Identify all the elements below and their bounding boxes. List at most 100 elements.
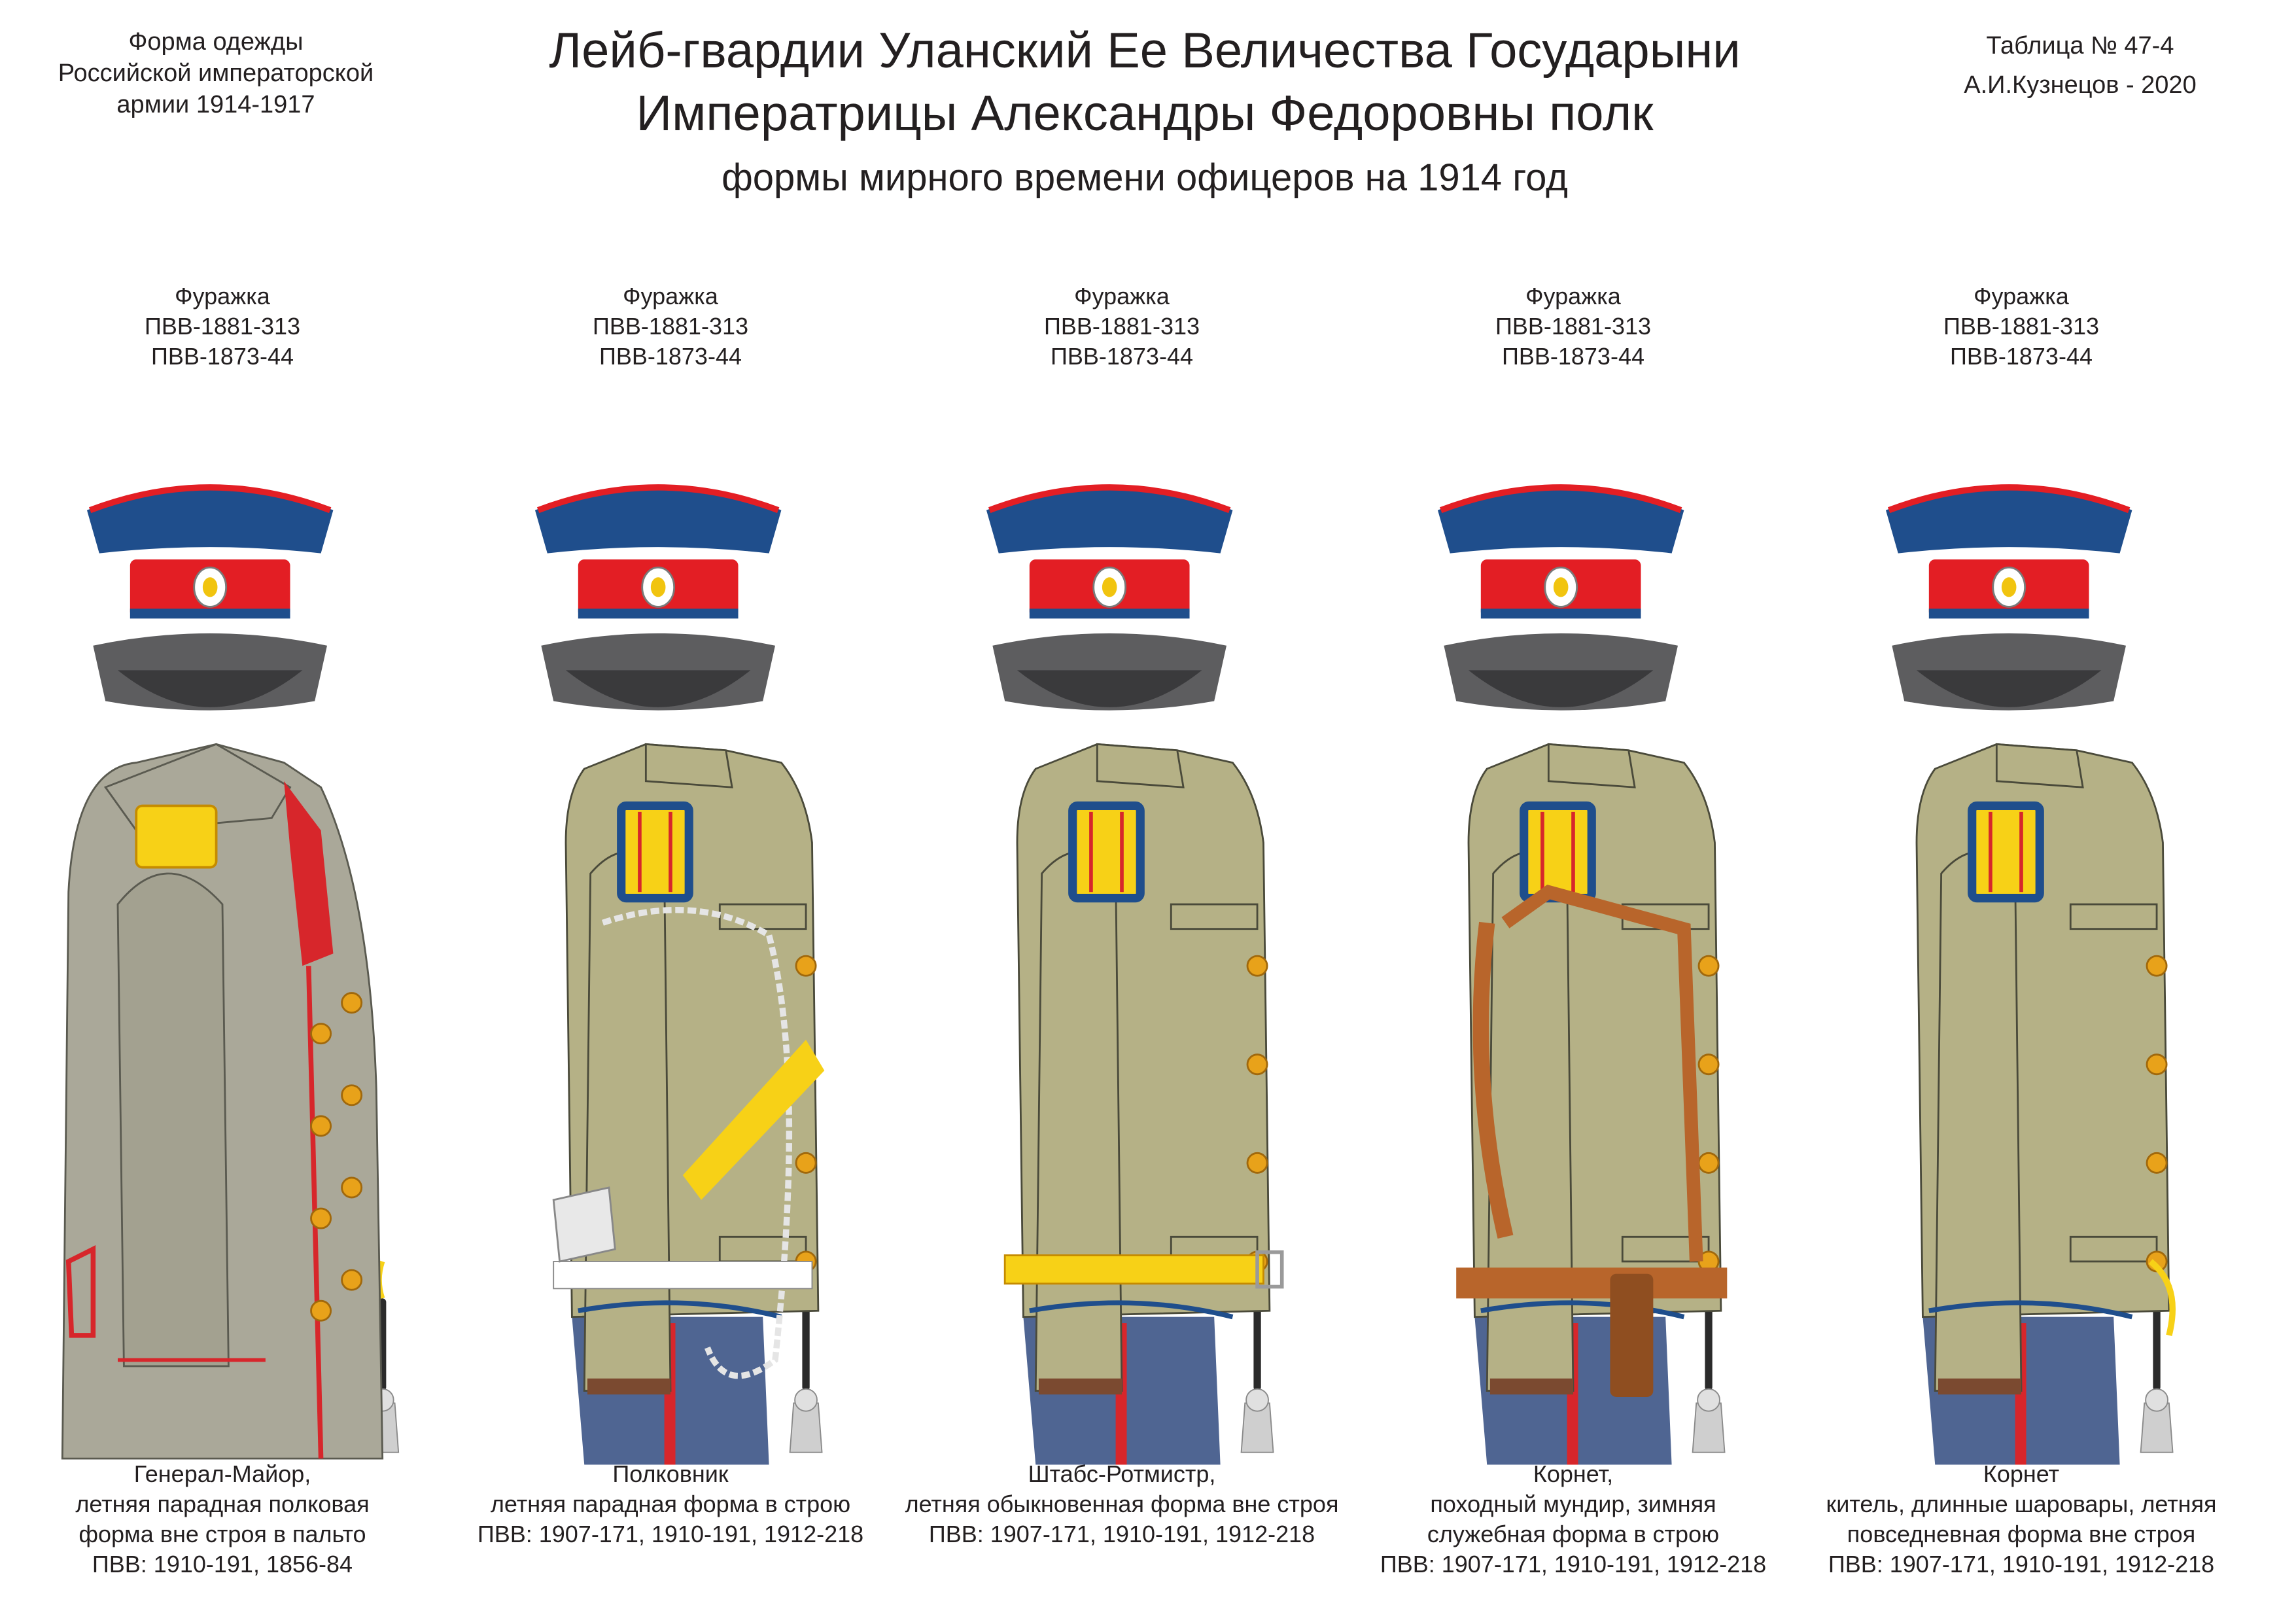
uniform-column-3: Фуражка ПВВ-1881-313 ПВВ-1873-44 xyxy=(905,281,1339,1603)
uniform-caption: Полковник летняя парадная форма в строю … xyxy=(435,1459,906,1549)
lower-pocket xyxy=(2069,1235,2158,1263)
caption-line: летняя обыкновенная форма вне строя xyxy=(905,1491,1339,1517)
tunic-button xyxy=(795,1152,817,1174)
tunic-collar xyxy=(1096,743,1185,788)
cockade-center xyxy=(1102,577,1117,597)
lower-pocket xyxy=(718,1235,807,1263)
yellow-sash xyxy=(682,1040,825,1200)
tunic-button xyxy=(310,1207,332,1229)
uniform-illustration xyxy=(1885,484,2176,1465)
uniform-caption: Корнет китель, длинные шаровары, летняя … xyxy=(1786,1459,2257,1580)
hem-piping xyxy=(578,1300,782,1320)
uniform-column-1: Фуражка ПВВ-1881-313 ПВВ-1873-44 Генерал… xyxy=(13,281,432,1603)
cuff xyxy=(1038,1378,1122,1395)
tunic-button xyxy=(2146,1152,2168,1174)
cap-label-line: ПВВ-1873-44 xyxy=(150,343,294,370)
cap-crown xyxy=(86,485,334,554)
cap-label: Фуражка ПВВ-1881-313 ПВВ-1873-44 xyxy=(461,281,880,372)
cap-label-line: Фуражка xyxy=(1074,283,1170,309)
caption-line: походный мундир, зимняя xyxy=(1430,1491,1716,1517)
uniform-figure xyxy=(13,399,432,1557)
holster xyxy=(1610,1273,1654,1397)
cap-band-edge xyxy=(1480,609,1641,619)
cuff xyxy=(1489,1378,1573,1395)
cap-visor-shadow xyxy=(1917,670,2102,707)
caption-line: форма вне строя в пальто xyxy=(78,1521,366,1547)
header-left-line: армии 1914-1917 xyxy=(116,91,315,118)
uniform-illustration xyxy=(1437,484,1728,1465)
caption-rank: Штабс-Ротмистр, xyxy=(1028,1460,1216,1487)
breast-pocket xyxy=(2069,903,2158,930)
cap-piping xyxy=(1439,484,1682,514)
cap-label-line: ПВВ-1873-44 xyxy=(1949,343,2093,370)
tunic-collar xyxy=(1547,743,1636,788)
cockade-center xyxy=(202,577,218,597)
cap-piping xyxy=(1887,484,2131,514)
service-cap xyxy=(1885,484,2132,711)
caption-line: ПВВ: 1907-171, 1910-191, 1912-218 xyxy=(928,1521,1315,1547)
caption-line: служебная форма в строю xyxy=(1427,1521,1720,1547)
service-cap xyxy=(534,484,782,711)
table-number: Таблица № 47-4 xyxy=(1986,32,2174,60)
uniform-illustration xyxy=(534,484,825,1465)
uniform-column-5: Фуражка ПВВ-1881-313 ПВВ-1873-44 xyxy=(1812,281,2231,1603)
tunic-button xyxy=(1246,1152,1268,1174)
service-cap xyxy=(86,484,334,711)
leather-belt xyxy=(1456,1267,1728,1299)
header-left-line: Российской императорской xyxy=(58,60,374,87)
cap-visor-shadow xyxy=(1469,670,1654,707)
tunic-button xyxy=(795,955,817,977)
cuff xyxy=(587,1378,670,1395)
caption-rank: Корнет xyxy=(1983,1460,2060,1487)
tunic-button xyxy=(1246,955,1268,977)
cap-crown xyxy=(534,485,782,554)
badge-shield xyxy=(552,1186,616,1263)
cap-label: Фуражка ПВВ-1881-313 ПВВ-1873-44 xyxy=(1364,281,1783,372)
caption-line: китель, длинные шаровары, летняя xyxy=(1826,1491,2217,1517)
cap-band-edge xyxy=(1029,609,1190,619)
cap-label-line: Фуражка xyxy=(1525,283,1621,309)
cap-label-line: Фуражка xyxy=(623,283,718,309)
belt-buckle xyxy=(1255,1250,1284,1289)
page-title: Лейб-гвардии Уланский Ее Величества Госу… xyxy=(458,20,1832,145)
cap-label-line: ПВВ-1881-313 xyxy=(592,313,749,340)
sword-hilt xyxy=(2148,1259,2176,1337)
title-line: Лейб-гвардии Уланский Ее Величества Госу… xyxy=(549,23,1741,79)
uniform-caption: Штабс-Ротмистр, летняя обыкновенная форм… xyxy=(886,1459,1357,1549)
author-credit: А.И.Кузнецов - 2020 xyxy=(1964,71,2197,99)
cap-band-edge xyxy=(130,609,290,619)
uniform-column-2: Фуражка ПВВ-1881-313 ПВВ-1873-44 xyxy=(461,281,880,1603)
pocket-flap xyxy=(65,1245,96,1338)
caption-line: ПВВ: 1910-191, 1856-84 xyxy=(92,1551,353,1578)
shoulder-board xyxy=(1068,801,1145,903)
tunic-button xyxy=(2146,1053,2168,1076)
white-belt xyxy=(553,1260,813,1290)
cap-piping xyxy=(88,484,332,514)
lapel-facing xyxy=(284,781,334,966)
tunic-button xyxy=(341,1269,363,1291)
uniform-figure xyxy=(1812,399,2231,1557)
tunic-button xyxy=(2146,955,2168,977)
caption-rank: Генерал-Майор, xyxy=(133,1460,311,1487)
caption-line: ПВВ: 1907-171, 1910-191, 1912-218 xyxy=(1380,1551,1767,1578)
tunic-button xyxy=(341,1176,363,1199)
cap-band-edge xyxy=(578,609,739,619)
tunic-button xyxy=(1697,955,1720,977)
breast-pocket xyxy=(1170,903,1259,930)
shoulder-board xyxy=(1968,801,2044,903)
shoulder-board xyxy=(1520,801,1596,903)
header-right-block: Таблица № 47-4 А.И.Кузнецов - 2020 xyxy=(1910,26,2250,105)
greatcoat-sleeve xyxy=(116,872,230,1368)
general-shoulder-board xyxy=(135,804,218,869)
caption-rank: Полковник xyxy=(612,1460,729,1487)
cockade-center xyxy=(2001,577,2017,597)
uniform-illustration xyxy=(61,484,400,1460)
cap-crown xyxy=(1437,485,1684,554)
header-left-block: Форма одежды Российской императорской ар… xyxy=(33,26,399,120)
cap-crown xyxy=(986,485,1233,554)
cap-label: Фуражка ПВВ-1881-313 ПВВ-1873-44 xyxy=(13,281,432,372)
caption-line: ПВВ: 1907-171, 1910-191, 1912-218 xyxy=(1828,1551,2215,1578)
tunic-button xyxy=(341,1084,363,1106)
cap-piping xyxy=(988,484,1231,514)
shoulder-board xyxy=(617,801,693,903)
